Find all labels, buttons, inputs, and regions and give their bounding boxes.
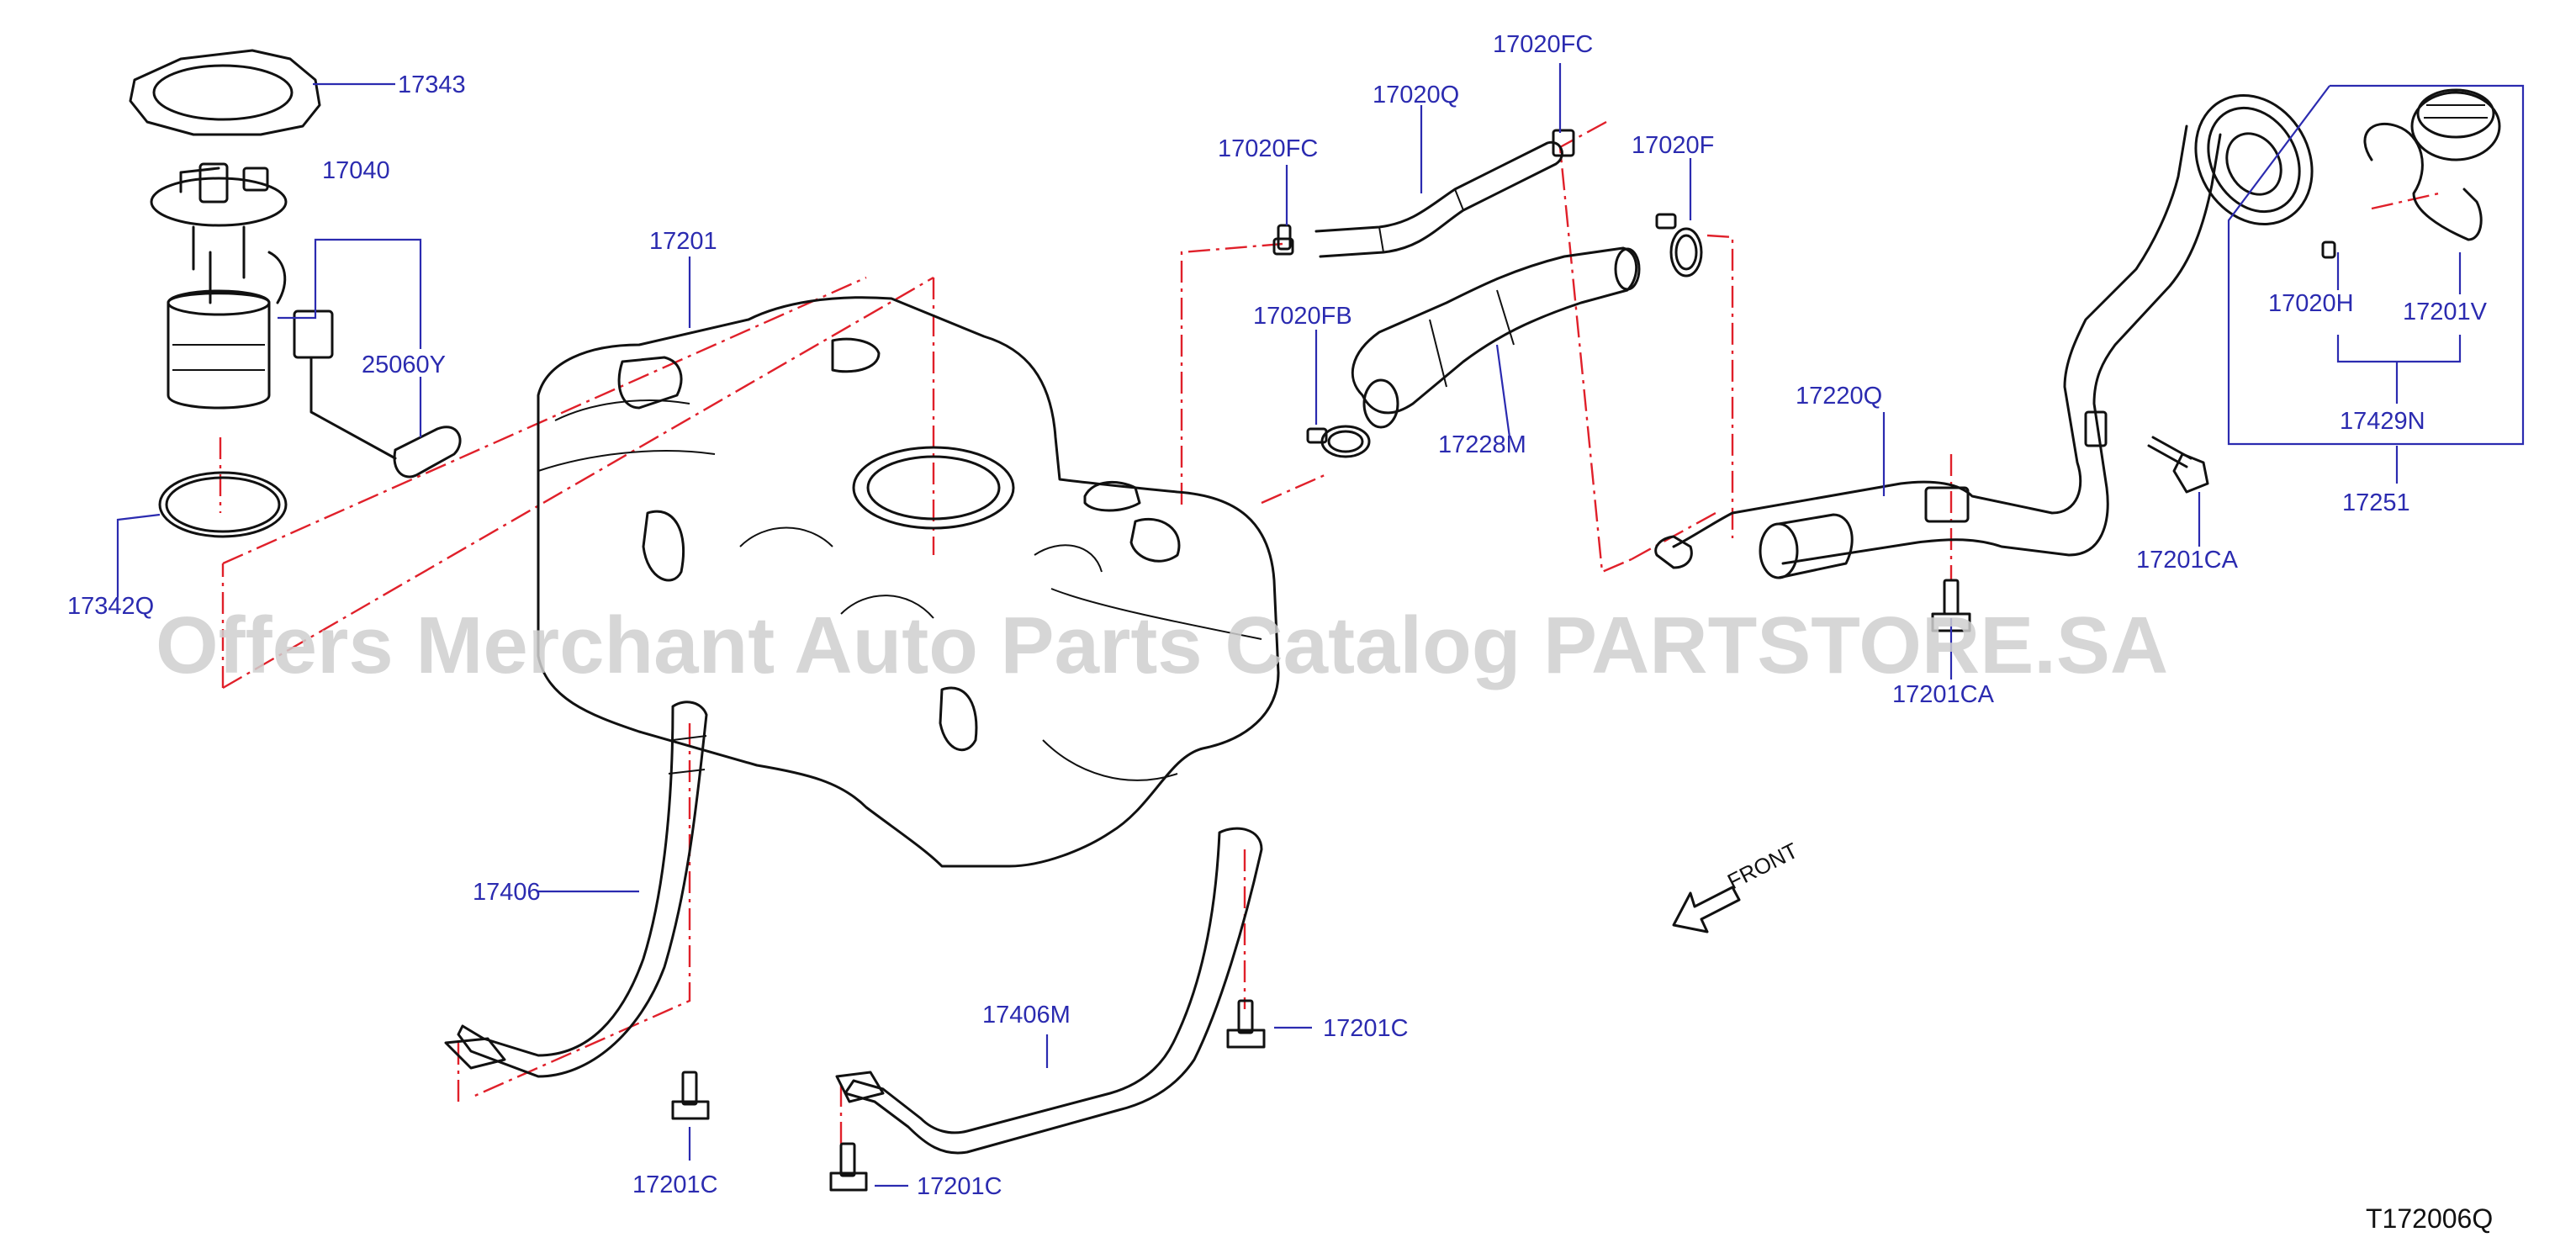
fuel-tank-icon: [537, 296, 1280, 868]
part-label[interactable]: 17251: [2342, 489, 2410, 516]
part-label[interactable]: 17020F: [1632, 132, 1714, 159]
vent-hose-icon: [1314, 129, 1575, 258]
part-label[interactable]: 17020H: [2268, 290, 2354, 317]
hose-clip-icon: [1272, 224, 1294, 256]
o-ring-icon: [158, 471, 288, 538]
part-label[interactable]: 17020FB: [1253, 303, 1352, 330]
part-label[interactable]: 17201C: [632, 1171, 718, 1198]
leader-lines: [116, 63, 2462, 1187]
bolt-icon: [829, 1142, 868, 1192]
part-label[interactable]: 17201CA: [2136, 547, 2239, 574]
front-label: FRONT: [1723, 838, 1802, 894]
part-label[interactable]: 17220Q: [1796, 383, 1882, 410]
tank-strap-icon: [835, 827, 1263, 1155]
part-label[interactable]: 25060Y: [362, 352, 446, 378]
filler-hose-icon: [1351, 246, 1641, 429]
part-label[interactable]: 17201V: [2403, 299, 2488, 325]
bolt-icon: [1226, 999, 1266, 1049]
retainer-ring-icon: [129, 49, 321, 136]
part-label[interactable]: 17343: [398, 71, 466, 98]
tank-strap-icon: [444, 701, 708, 1078]
tether-ring-icon: [2363, 122, 2483, 241]
part-labels: 17343 17040 25060Y 17342Q 17201 17020FC …: [67, 31, 2488, 1200]
part-label[interactable]: 17201CA: [1892, 681, 1995, 708]
part-label[interactable]: 17201: [649, 228, 717, 255]
cap-tether-clip-icon: [2321, 241, 2336, 259]
watermark: Offers Merchant Auto Parts Catalog PARTS…: [156, 600, 2168, 690]
bolt-icon: [1931, 579, 1971, 632]
bolt-icon: [2147, 436, 2209, 494]
bolt-icon: [671, 1071, 710, 1120]
fuel-cap-box: [2227, 84, 2525, 446]
phantom-lines: [219, 120, 2440, 1169]
fuel-filler-cap-icon: [2410, 88, 2501, 161]
part-label[interactable]: 17228M: [1438, 431, 1526, 458]
part-label[interactable]: 17406M: [982, 1002, 1071, 1029]
part-label[interactable]: 17040: [322, 157, 390, 184]
part-label[interactable]: 17201C: [917, 1173, 1002, 1200]
diagram-code: T172006Q: [2366, 1203, 2493, 1234]
fuel-level-sender-icon: [293, 309, 462, 479]
front-arrow-icon: [1672, 886, 1741, 933]
hose-clamp-icon: [1306, 425, 1371, 458]
filler-neck-icon: [1654, 93, 2314, 579]
part-label[interactable]: 17020FC: [1493, 31, 1593, 58]
part-label[interactable]: 17201C: [1323, 1015, 1409, 1042]
part-label[interactable]: 17020Q: [1373, 82, 1459, 108]
hose-clamp-icon: [1655, 213, 1703, 278]
part-label[interactable]: 17406: [473, 879, 541, 906]
part-label[interactable]: 17342Q: [67, 593, 154, 620]
part-label[interactable]: 17429N: [2340, 408, 2425, 435]
fuel-pump-module-icon: [150, 162, 288, 410]
part-label[interactable]: 17020FC: [1218, 135, 1318, 162]
